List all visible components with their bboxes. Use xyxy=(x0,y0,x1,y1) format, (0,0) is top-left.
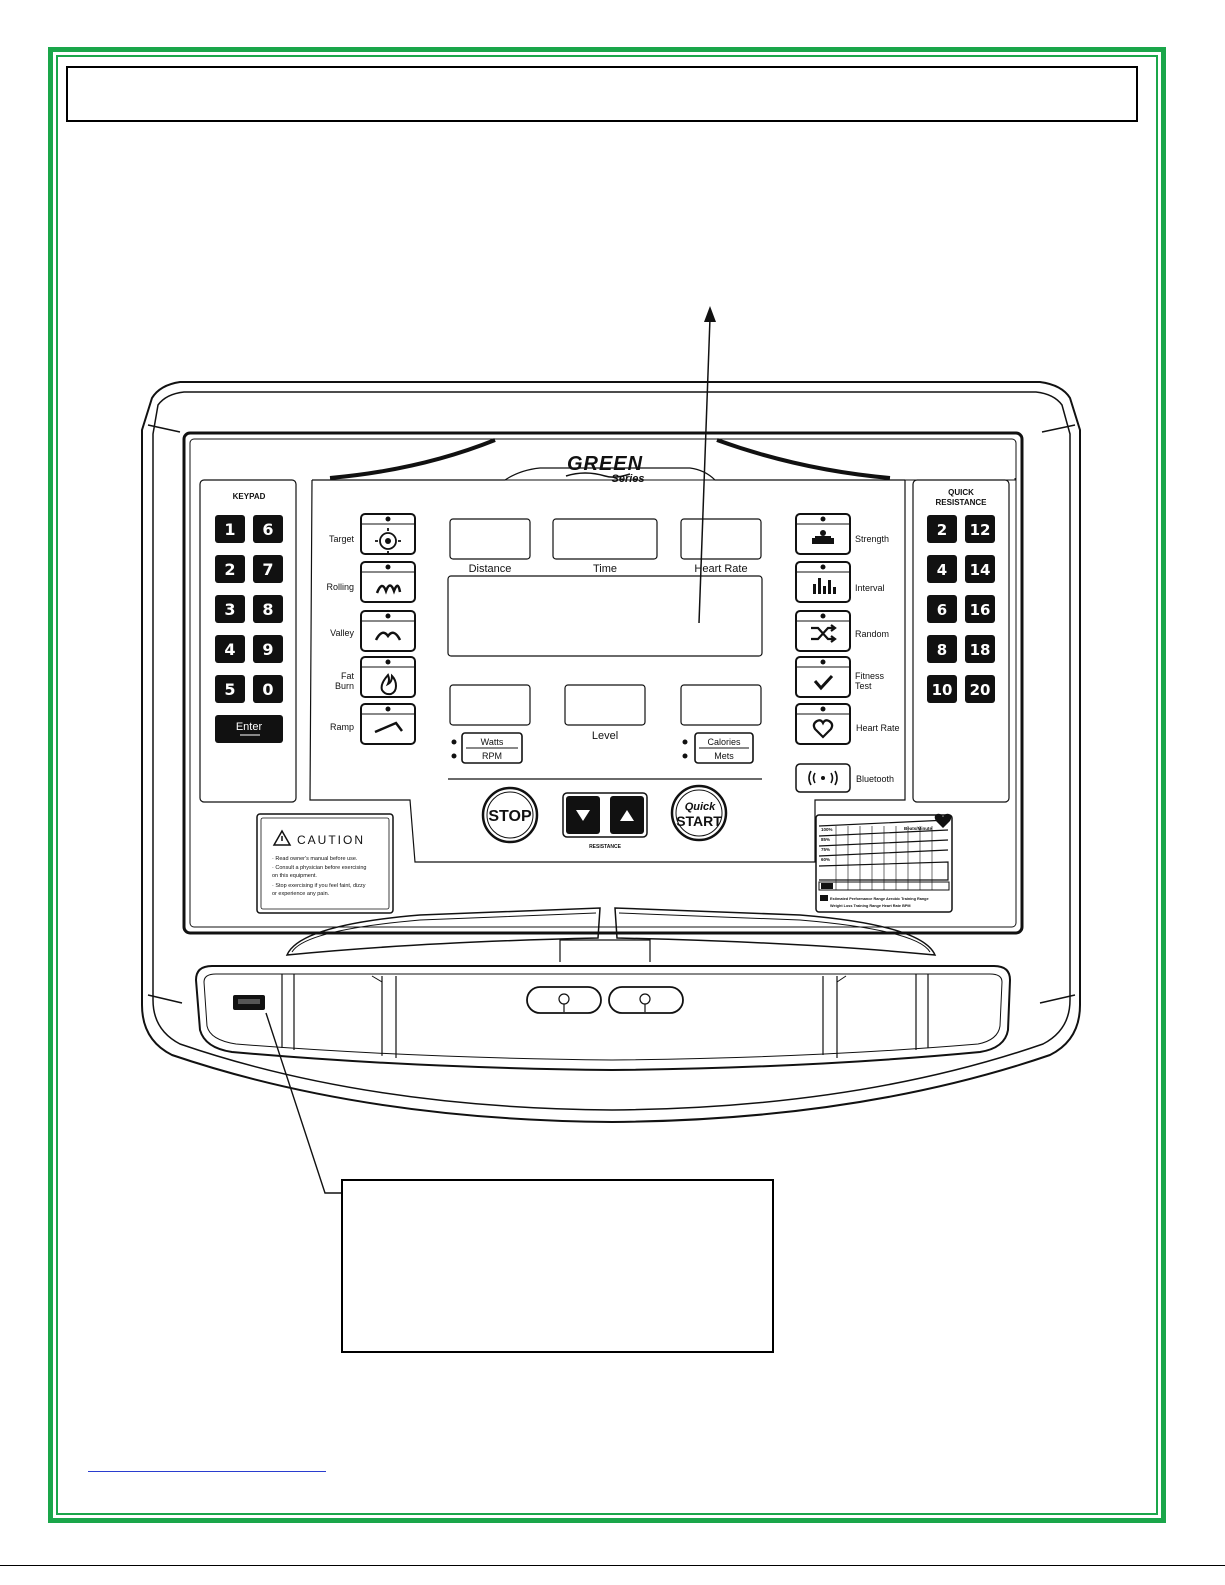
display-label-heart-rate: Heart Rate xyxy=(694,563,747,575)
caution-line-4: · Stop exercising if you feel faint, diz… xyxy=(272,883,366,889)
keypad-key-2: 2 xyxy=(224,560,235,579)
start-button-label: START xyxy=(676,813,722,829)
interval-bars-icon xyxy=(813,578,836,594)
display-label-time: Time xyxy=(593,563,617,575)
quick-key-16: 16 xyxy=(970,601,991,619)
keypad-keys xyxy=(215,515,283,743)
quick-key-4: 4 xyxy=(937,561,947,579)
page-border-inner xyxy=(56,55,1158,1515)
brand-series: Series xyxy=(611,473,644,485)
program-label-interval: Interval xyxy=(855,583,885,593)
stop-button-label: STOP xyxy=(488,808,532,825)
hr-chart-title: Beats/Minute xyxy=(904,826,933,831)
quick-resistance-title-2: RESISTANCE xyxy=(936,498,988,507)
title-box xyxy=(66,66,1138,122)
display-label-rpm: RPM xyxy=(482,751,502,761)
keypad-key-1: 1 xyxy=(224,520,235,539)
program-label-heart-rate: Heart Rate xyxy=(856,723,900,733)
keypad-key-3: 3 xyxy=(224,600,235,619)
strength-icon xyxy=(812,530,834,544)
program-label-burn: Burn xyxy=(335,681,354,691)
keypad-key-8: 8 xyxy=(262,600,273,619)
display-label-mets: Mets xyxy=(714,751,734,761)
checkmark-icon xyxy=(813,674,834,691)
quick-key-2: 2 xyxy=(937,521,947,539)
quick-key-20: 20 xyxy=(970,681,991,699)
hr-chart-legend-1: Estimated Performance Range Aerobic Trai… xyxy=(830,897,929,901)
quick-key-10: 10 xyxy=(932,681,953,699)
program-buttons-left xyxy=(360,513,416,745)
keypad-key-4: 4 xyxy=(224,640,235,659)
program-label-fitness: Fitness xyxy=(855,671,885,681)
caution-line-1: · Read owner's manual before use. xyxy=(272,856,358,862)
program-label-bluetooth: Bluetooth xyxy=(856,774,894,784)
hr-chart-legend-2: Weight Loss Training Range Heart Rate BP… xyxy=(830,904,911,908)
footer-link-underline[interactable] xyxy=(88,1471,326,1472)
bluetooth-signal-icon xyxy=(808,770,838,786)
display-label-watts: Watts xyxy=(481,737,504,747)
program-label-target: Target xyxy=(329,534,355,544)
ramp-icon xyxy=(374,721,403,734)
caution-line-2: · Consult a physician before exercising xyxy=(272,865,366,871)
page-border xyxy=(48,47,1166,1523)
heart-icon xyxy=(812,719,834,739)
display-label-level: Level xyxy=(592,730,618,742)
quick-key-14: 14 xyxy=(970,561,991,579)
program-label-strength: Strength xyxy=(855,534,889,544)
caution-title: CAUTION xyxy=(297,833,365,847)
keypad-key-7: 7 xyxy=(262,560,273,579)
caution-line-3: on this equipment. xyxy=(272,873,317,879)
program-label-ramp: Ramp xyxy=(330,722,354,732)
heart-rate-chart xyxy=(815,813,953,913)
hr-chart-pct-85: 85% xyxy=(821,837,830,842)
quick-resistance-keys xyxy=(927,515,995,703)
keypad-key-5: 5 xyxy=(224,680,235,699)
valley-icon xyxy=(374,631,402,641)
hr-chart-pct-100: 100% xyxy=(821,827,833,832)
target-icon xyxy=(375,528,401,554)
flame-icon xyxy=(380,673,398,696)
keypad-title: KEYPAD xyxy=(233,492,266,501)
program-label-random: Random xyxy=(855,629,889,639)
hr-chart-pct-60: 60% xyxy=(821,857,830,862)
rolling-wave-icon xyxy=(375,584,402,595)
quick-resistance-title-1: QUICK xyxy=(948,488,974,497)
program-label-test: Test xyxy=(855,681,872,691)
display-label-distance: Distance xyxy=(469,563,512,575)
quick-key-18: 18 xyxy=(970,641,991,659)
quick-button-label: Quick xyxy=(685,801,716,813)
warning-triangle-icon xyxy=(272,829,292,846)
program-label-fat: Fat xyxy=(341,671,355,681)
quick-key-8: 8 xyxy=(937,641,947,659)
keypad-key-9: 9 xyxy=(262,640,273,659)
program-buttons-right xyxy=(795,513,851,793)
keypad-key-6: 6 xyxy=(262,520,273,539)
shuffle-icon xyxy=(811,624,837,643)
resistance-down-icon xyxy=(576,810,590,821)
brand-name: GREEN xyxy=(567,453,643,475)
program-label-rolling: Rolling xyxy=(326,582,354,592)
resistance-up-icon xyxy=(620,810,634,821)
quick-key-6: 6 xyxy=(937,601,947,619)
enter-key-label: Enter xyxy=(236,721,263,733)
caution-line-5: or experience any pain. xyxy=(272,891,330,897)
bottom-rule xyxy=(0,1565,1225,1566)
keypad-key-0: 0 xyxy=(262,680,273,699)
hr-chart-pct-75: 75% xyxy=(821,847,830,852)
usb-callout-box xyxy=(341,1179,774,1353)
quick-key-12: 12 xyxy=(970,521,991,539)
program-label-valley: Valley xyxy=(330,628,354,638)
resistance-label: RESISTANCE xyxy=(589,844,622,850)
display-label-calories: Calories xyxy=(707,737,741,747)
